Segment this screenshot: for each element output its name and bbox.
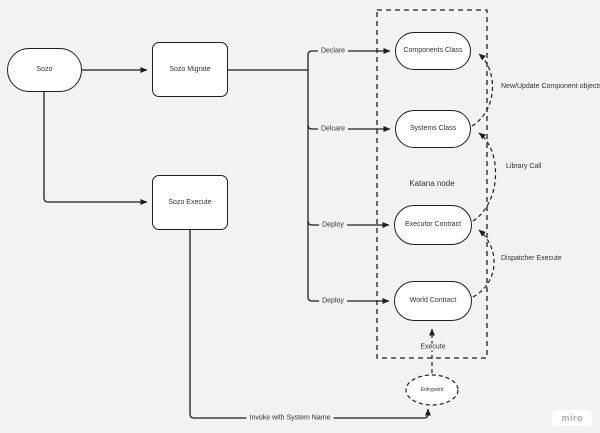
edge-label-declare: Declare xyxy=(317,47,349,55)
edge-execute-to-entrypoint xyxy=(189,230,431,419)
node-components-class[interactable]: Components Class xyxy=(395,32,471,70)
node-entrypoint[interactable]: Entrypoint xyxy=(406,375,458,405)
edge-dispatcher-arc xyxy=(472,229,495,298)
miro-watermark-label: miro xyxy=(561,413,583,423)
node-world-contract[interactable]: World Contract xyxy=(394,281,472,321)
edge-label-delcare: Delcare xyxy=(317,125,349,133)
edge-label-invoke: Invoke with System Name xyxy=(246,414,334,422)
node-executor-contract[interactable]: Executor Contract xyxy=(394,205,472,245)
edge-deploy-world xyxy=(307,296,390,304)
node-sozo-migrate-label: Sozo Migrate xyxy=(169,65,211,73)
node-systems-class[interactable]: Systems Class xyxy=(395,110,471,148)
edge-label-dispatcher-execute: Dispatcher Execute xyxy=(499,255,564,262)
edge-label-deploy-world: Deploy xyxy=(319,297,347,305)
node-sozo-label: Sozo xyxy=(36,66,53,74)
edge-library-call-arc xyxy=(472,132,497,222)
edge-deploy-executor xyxy=(307,220,390,228)
node-components-class-label: Components Class xyxy=(403,47,463,55)
entrypoint-shape[interactable] xyxy=(405,374,459,406)
katana-group-title-label: Katana node xyxy=(409,179,455,188)
node-sozo-execute[interactable]: Sozo Execute xyxy=(152,175,228,230)
node-world-contract-label: World Contract xyxy=(409,297,457,305)
node-executor-contract-label: Executor Contract xyxy=(404,221,462,229)
miro-watermark[interactable]: miro xyxy=(552,410,592,426)
node-sozo-execute-label: Sozo Execute xyxy=(168,198,212,206)
edge-label-new-update: New/Update Component objects xyxy=(499,83,600,90)
node-sozo[interactable]: Sozo xyxy=(7,48,82,92)
katana-group-title: Katana node xyxy=(377,179,487,188)
edge-label-library-call: Library Call xyxy=(504,163,544,170)
node-sozo-migrate[interactable]: Sozo Migrate xyxy=(152,42,228,97)
edge-label-execute: Execute xyxy=(417,343,449,351)
edge-declare xyxy=(307,48,391,56)
edge-delcare xyxy=(307,124,391,132)
edge-sozo-to-execute xyxy=(43,92,148,205)
edge-label-deploy-executor: Deploy xyxy=(319,221,347,229)
node-entrypoint-label: Entrypoint xyxy=(420,387,444,393)
node-systems-class-label: Systems Class xyxy=(409,125,457,133)
edge-new-update-arc xyxy=(471,53,493,127)
